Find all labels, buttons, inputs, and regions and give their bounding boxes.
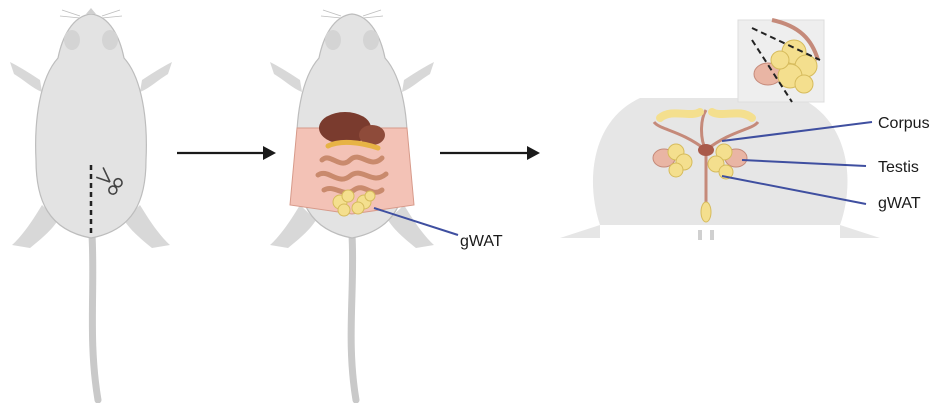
arrow-right-icon <box>177 146 276 160</box>
arrow-right-icon <box>440 146 540 160</box>
label-corpus: Corpus <box>878 115 930 132</box>
pelvic-region <box>560 98 880 240</box>
label-gwat-panel3: gWAT <box>878 195 921 212</box>
label-gwat-panel2: gWAT <box>460 233 503 250</box>
mouse-opened <box>270 10 434 400</box>
inset-closeup <box>738 20 824 102</box>
mouse-intact <box>10 8 172 400</box>
label-testis: Testis <box>878 159 919 176</box>
